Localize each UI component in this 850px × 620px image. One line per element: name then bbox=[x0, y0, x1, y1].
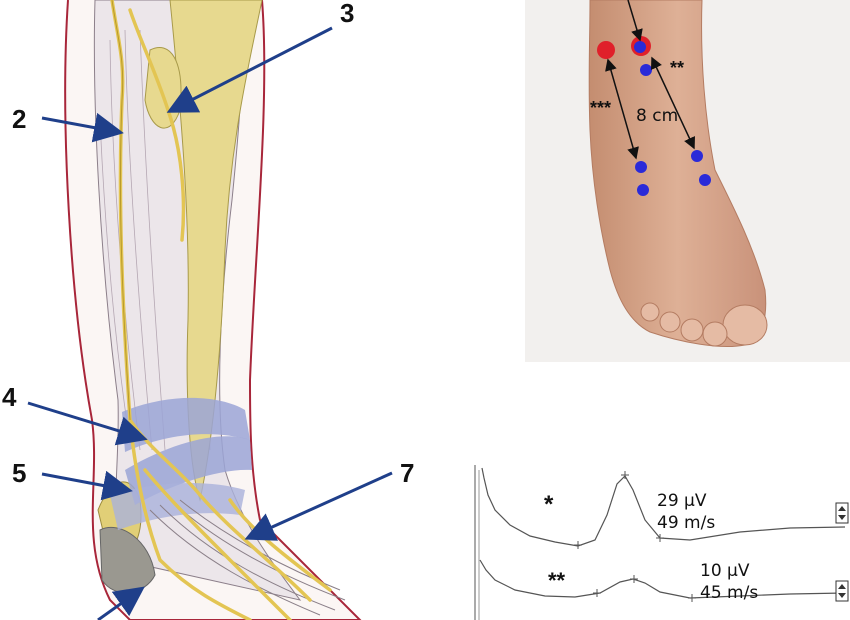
trace-marker-lower: ** bbox=[548, 568, 566, 593]
trace-lower-scroll-control[interactable] bbox=[835, 580, 849, 602]
callout-label-4: 4 bbox=[2, 382, 17, 412]
callout-arrow-2 bbox=[41, 112, 124, 143]
trace-amplitude-lower: 10 µV bbox=[700, 561, 750, 581]
electrode-blue-1 bbox=[634, 41, 646, 53]
callout-arrow-5 bbox=[41, 470, 133, 501]
callout-label-7: 7 bbox=[400, 458, 414, 488]
electrode-blue-6 bbox=[699, 174, 711, 186]
scroll-up-icon bbox=[838, 506, 846, 511]
retinaculum-band-upper bbox=[122, 397, 250, 452]
stars-label-left: *** bbox=[590, 98, 611, 118]
scroll-down-icon bbox=[838, 593, 846, 598]
callout-label-2: 2 bbox=[12, 104, 26, 134]
callout-arrow-6 bbox=[97, 586, 145, 620]
electrode-blue-4 bbox=[637, 184, 649, 196]
callout-arrow-3 bbox=[166, 26, 333, 113]
scroll-up-icon bbox=[838, 584, 846, 589]
electrode-blue-3 bbox=[635, 161, 647, 173]
callout-label-3: 3 bbox=[340, 0, 354, 28]
scroll-down-icon bbox=[838, 515, 846, 520]
electrode-blue-5 bbox=[691, 150, 703, 162]
distance-arrow-right bbox=[651, 56, 695, 150]
electrode-blue-2 bbox=[640, 64, 652, 76]
trace-velocity-upper: 49 m/s bbox=[657, 513, 715, 533]
callout-label-5: 5 bbox=[12, 458, 26, 488]
trace-upper bbox=[481, 467, 846, 547]
trace-upper-scroll-control[interactable] bbox=[835, 502, 849, 524]
callout-arrow-4 bbox=[27, 401, 148, 446]
stars-label-right: ** bbox=[670, 58, 684, 78]
traces-panel: * 29 µV 49 m/s ** 10 µV 45 m/s bbox=[474, 465, 849, 620]
leg-anatomy-illustration: 2 3 4 5 7 bbox=[2, 0, 414, 620]
trace-amplitude-upper: 29 µV bbox=[657, 491, 707, 511]
distance-label: 8 cm bbox=[636, 106, 678, 126]
electrode-red-left bbox=[597, 41, 615, 59]
foot-photo-panel: 8 cm *** ** bbox=[525, 0, 850, 362]
trace-velocity-lower: 45 m/s bbox=[700, 583, 758, 603]
callout-arrow-7 bbox=[244, 471, 393, 541]
stimulation-line bbox=[627, 0, 643, 42]
trace-lower bbox=[479, 559, 846, 599]
distance-arrow-left bbox=[605, 58, 639, 160]
trace-marker-upper: * bbox=[544, 491, 554, 518]
